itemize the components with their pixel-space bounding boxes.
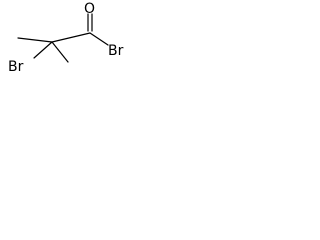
bromine-atom-label-right: Br — [108, 43, 124, 59]
bond-c1-methyl-down — [51, 41, 69, 63]
bond-c1-methyl-left — [17, 37, 53, 43]
molecule-diagram: O Br Br — [8, 1, 124, 75]
bond-c2-br — [89, 32, 109, 46]
oxygen-atom-label: O — [84, 1, 95, 17]
bond-c1-c2 — [51, 32, 91, 43]
bond-c1-br — [33, 41, 53, 59]
bromine-atom-label-left: Br — [8, 59, 24, 75]
structure-canvas: O Br Br — [0, 0, 130, 112]
